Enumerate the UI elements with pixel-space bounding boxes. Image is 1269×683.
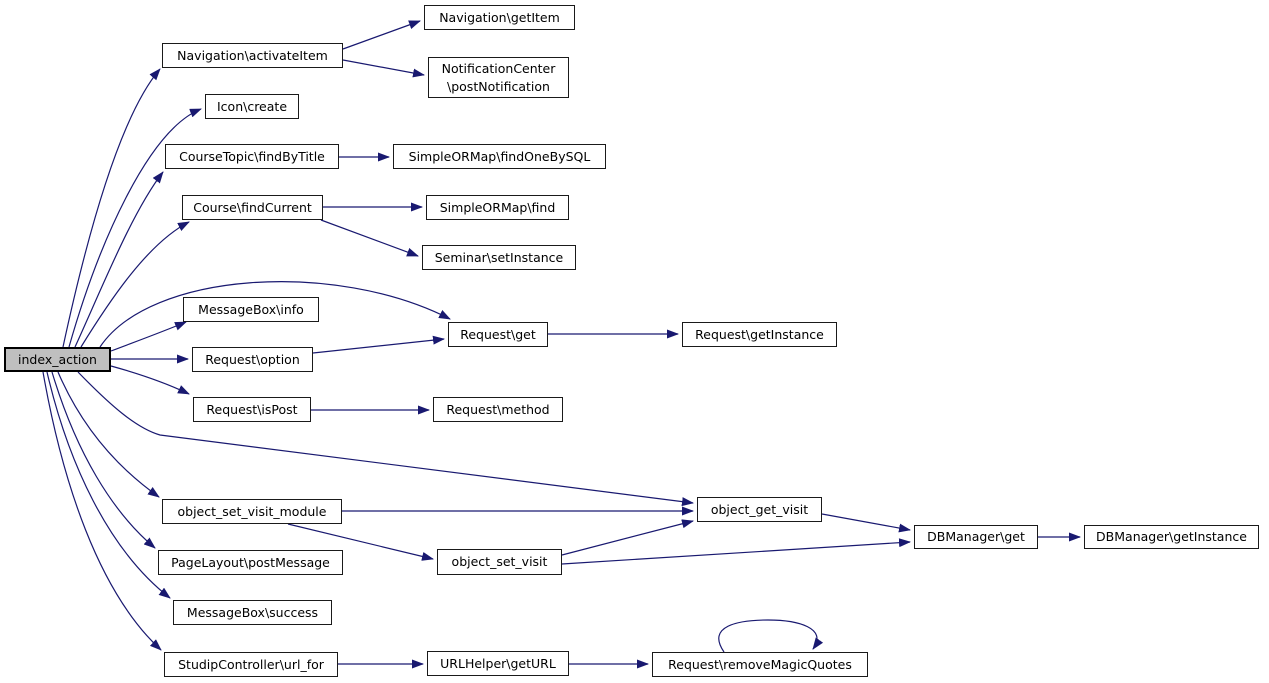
node-label: Request\getInstance	[695, 326, 824, 342]
edge-index_action-to-request_isPost	[110, 365, 190, 395]
node-label: Icon\create	[216, 98, 288, 114]
edge-index_action-to-icon_create	[68, 108, 202, 348]
node-messagebox_info[interactable]: MessageBox\info	[183, 297, 319, 322]
node-dbmanager_get[interactable]: DBManager\get	[914, 525, 1038, 549]
node-pagelayout_postMessage[interactable]: PageLayout\postMessage	[158, 550, 343, 575]
node-label: Request\get	[460, 326, 536, 342]
edge-request_removeMagicQuotes-to-request_removeMagicQuotes	[718, 619, 824, 653]
edge-index_action-to-request_get	[99, 281, 451, 348]
node-label: Navigation\activateItem	[177, 47, 328, 63]
node-simpleormap_findOneBySQL[interactable]: SimpleORMap\findOneBySQL	[393, 144, 606, 169]
node-label: Request\option	[205, 351, 300, 367]
node-label: DBManager\get	[927, 529, 1025, 544]
node-request_option[interactable]: Request\option	[192, 347, 313, 372]
node-course_findCurrent[interactable]: Course\findCurrent	[182, 195, 323, 220]
node-label: URLHelper\getURL	[440, 655, 556, 671]
node-nav_activateItem[interactable]: Navigation\activateItem	[162, 43, 343, 68]
node-label: Navigation\getItem	[439, 9, 560, 25]
node-label: CourseTopic\findByTitle	[179, 148, 325, 164]
node-label: StudipController\url_for	[178, 656, 324, 672]
node-studipcontroller_url_for[interactable]: StudipController\url_for	[164, 652, 338, 677]
edge-index_action-to-object_get_visit	[77, 371, 694, 507]
edge-object_get_visit-to-dbmanager_get	[821, 513, 911, 533]
node-label: Seminar\setInstance	[434, 249, 564, 265]
node-label: index_action	[18, 351, 97, 367]
node-icon_create[interactable]: Icon\create	[205, 94, 299, 119]
edge-index_action-to-nav_activateItem	[62, 68, 161, 348]
node-messagebox_success[interactable]: MessageBox\success	[173, 600, 332, 625]
node-request_getInstance[interactable]: Request\getInstance	[682, 322, 837, 347]
node-label: NotificationCenter \postNotification	[441, 60, 556, 94]
edge-object_set_visit-to-dbmanager_get	[561, 538, 911, 565]
node-label: MessageBox\success	[186, 604, 319, 620]
node-label: object_set_visit	[451, 554, 548, 569]
node-nav_getItem[interactable]: Navigation\getItem	[424, 5, 575, 30]
node-dbmanager_getInstance[interactable]: DBManager\getInstance	[1084, 525, 1259, 549]
node-label: object_set_visit_module	[177, 503, 327, 519]
edge-nav_activateItem-to-nav_getItem	[342, 20, 421, 50]
node-seminar_setInstance[interactable]: Seminar\setInstance	[422, 245, 576, 270]
node-label: DBManager\getInstance	[1096, 529, 1247, 544]
node-simpleormap_find[interactable]: SimpleORMap\find	[426, 195, 569, 220]
node-label: object_get_visit	[710, 501, 809, 517]
node-label: MessageBox\info	[198, 301, 304, 317]
node-object_set_visit[interactable]: object_set_visit	[437, 549, 562, 575]
node-label: PageLayout\postMessage	[171, 554, 330, 570]
node-label: Request\removeMagicQuotes	[668, 656, 852, 672]
edge-index_action-to-object_set_visit_module	[57, 371, 160, 498]
node-label: Request\isPost	[206, 401, 298, 417]
edge-request_option-to-request_get	[312, 335, 445, 354]
node-object_set_visit_module[interactable]: object_set_visit_module	[162, 499, 342, 524]
node-coursetopic_findByTitle[interactable]: CourseTopic\findByTitle	[165, 144, 339, 169]
node-label: SimpleORMap\findOneBySQL	[408, 148, 591, 164]
node-request_removeMagicQuotes[interactable]: Request\removeMagicQuotes	[652, 652, 868, 677]
node-request_isPost[interactable]: Request\isPost	[193, 397, 311, 422]
node-label: Request\method	[446, 401, 550, 417]
edge-index_action-to-messagebox_info	[110, 321, 187, 352]
edge-index_action-to-pagelayout_postMessage	[51, 371, 156, 549]
edge-course_findCurrent-to-seminar_setInstance	[320, 219, 419, 257]
node-request_get[interactable]: Request\get	[448, 322, 548, 347]
node-label: Course\findCurrent	[193, 199, 312, 215]
edge-index_action-to-messagebox_success	[46, 371, 171, 599]
edge-nav_activateItem-to-notificationcenter_postNotification	[342, 59, 425, 78]
node-object_get_visit[interactable]: object_get_visit	[697, 497, 822, 522]
edge-object_set_visit_module-to-object_set_visit	[287, 523, 434, 561]
node-notificationcenter_postNotification[interactable]: NotificationCenter \postNotification	[428, 57, 569, 98]
edge-index_action-to-course_findCurrent	[80, 221, 190, 348]
edge-object_set_visit-to-object_get_visit	[561, 519, 694, 556]
node-request_method[interactable]: Request\method	[433, 397, 563, 422]
node-label: SimpleORMap\find	[439, 199, 556, 215]
node-index_action[interactable]: index_action	[4, 347, 111, 372]
node-urlhelper_getURL[interactable]: URLHelper\getURL	[427, 651, 569, 676]
edge-index_action-to-studipcontroller_url_for	[42, 371, 162, 651]
edge-index_action-to-coursetopic_findByTitle	[74, 171, 164, 348]
